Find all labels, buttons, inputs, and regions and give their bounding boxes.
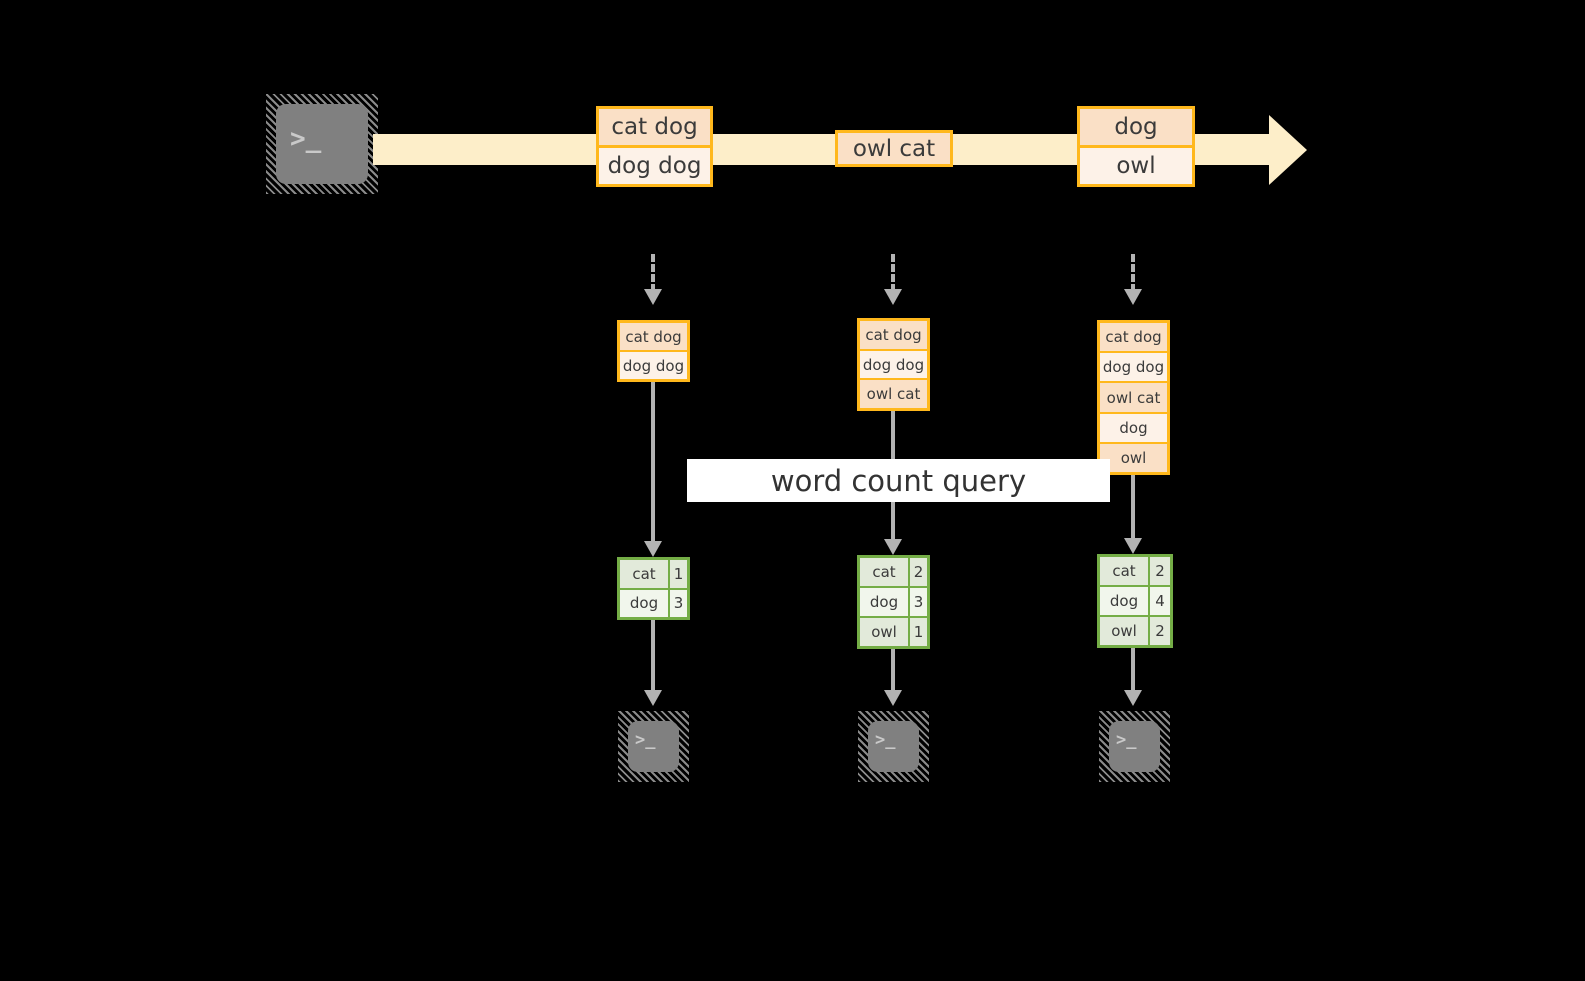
column-3-query-arrowhead-icon xyxy=(1124,538,1142,554)
result-word-cell: dog xyxy=(1100,587,1148,615)
result-row: cat 2 xyxy=(860,558,927,586)
result-row: owl 2 xyxy=(1100,615,1170,645)
terminal-screen: >_ xyxy=(276,104,368,184)
result-row: cat 1 xyxy=(620,560,687,588)
terminal-screen: >_ xyxy=(628,721,679,772)
input-row: cat dog xyxy=(1100,323,1167,352)
stream-event-group-3: dog owl xyxy=(1077,106,1195,187)
column-3-sink-terminal-icon: >_ xyxy=(1099,711,1170,782)
column-1-input-box: cat dog dog dog xyxy=(617,320,690,382)
result-count-cell: 1 xyxy=(908,618,927,646)
result-word-cell: cat xyxy=(620,560,668,588)
column-2-sink-terminal-icon: >_ xyxy=(858,711,929,782)
result-word-cell: dog xyxy=(860,588,908,616)
column-3-query-line xyxy=(1131,475,1135,545)
result-count-cell: 4 xyxy=(1148,587,1170,615)
column-3-feed-arrowhead-icon xyxy=(1124,289,1142,305)
column-2-query-arrowhead-icon xyxy=(884,539,902,555)
input-row: dog dog xyxy=(1100,351,1167,382)
column-1-sink-arrowhead-icon xyxy=(644,690,662,706)
column-1-feed-arrowhead-icon xyxy=(644,289,662,305)
terminal-prompt-label: >_ xyxy=(1116,730,1137,750)
result-row: dog 4 xyxy=(1100,585,1170,615)
result-count-cell: 3 xyxy=(908,588,927,616)
result-word-cell: owl xyxy=(1100,617,1148,645)
result-count-cell: 3 xyxy=(668,589,687,617)
result-row: cat 2 xyxy=(1100,557,1170,585)
query-label: word count query xyxy=(687,459,1110,502)
stream-event-row: owl cat xyxy=(838,133,950,164)
source-terminal-icon: >_ xyxy=(266,94,378,194)
input-row: cat dog xyxy=(860,321,927,349)
column-1-sink-line xyxy=(651,620,655,696)
input-row: dog xyxy=(1100,411,1167,442)
result-row: dog 3 xyxy=(620,587,687,617)
terminal-prompt-label: >_ xyxy=(635,730,656,750)
result-word-cell: cat xyxy=(1100,557,1148,585)
result-count-cell: 2 xyxy=(908,558,927,586)
column-3-result-table: cat 2 dog 4 owl 2 xyxy=(1097,554,1173,648)
column-2-feed-line xyxy=(891,254,895,292)
column-2-input-box: cat dog dog dog owl cat xyxy=(857,318,930,411)
result-count-cell: 2 xyxy=(1148,617,1170,645)
input-row: owl cat xyxy=(1100,381,1167,412)
column-1-sink-terminal-icon: >_ xyxy=(618,711,689,782)
stream-event-group-2: owl cat xyxy=(835,130,953,167)
column-1-query-line xyxy=(651,382,655,548)
terminal-prompt-label: >_ xyxy=(290,124,322,154)
input-row: dog dog xyxy=(620,350,687,379)
stream-event-row: dog dog xyxy=(599,145,710,184)
terminal-screen: >_ xyxy=(1109,721,1160,772)
column-3-sink-arrowhead-icon xyxy=(1124,690,1142,706)
column-3-input-box: cat dog dog dog owl cat dog owl xyxy=(1097,320,1170,475)
column-3-sink-line xyxy=(1131,648,1135,696)
stream-event-row: dog xyxy=(1080,109,1192,145)
input-row: owl cat xyxy=(860,378,927,409)
column-2-sink-arrowhead-icon xyxy=(884,690,902,706)
input-row: owl xyxy=(1100,441,1167,473)
column-2-sink-line xyxy=(891,649,895,696)
result-word-cell: cat xyxy=(860,558,908,586)
terminal-screen: >_ xyxy=(868,721,919,772)
stream-event-group-1: cat dog dog dog xyxy=(596,106,713,187)
column-1-query-arrowhead-icon xyxy=(644,541,662,557)
column-1-feed-line xyxy=(651,254,655,292)
column-3-feed-line xyxy=(1131,254,1135,292)
result-count-cell: 1 xyxy=(668,560,687,588)
input-row: cat dog xyxy=(620,323,687,350)
result-row: owl 1 xyxy=(860,616,927,646)
column-2-result-table: cat 2 dog 3 owl 1 xyxy=(857,555,930,649)
column-1-result-table: cat 1 dog 3 xyxy=(617,557,690,620)
stream-arrow-right-icon xyxy=(1269,115,1307,185)
column-2-feed-arrowhead-icon xyxy=(884,289,902,305)
result-count-cell: 2 xyxy=(1148,557,1170,585)
result-word-cell: dog xyxy=(620,589,668,617)
stream-event-row: owl xyxy=(1080,145,1192,184)
result-word-cell: owl xyxy=(860,618,908,646)
input-row: dog dog xyxy=(860,348,927,379)
stream-event-row: cat dog xyxy=(599,109,710,145)
terminal-prompt-label: >_ xyxy=(875,730,896,750)
result-row: dog 3 xyxy=(860,586,927,616)
